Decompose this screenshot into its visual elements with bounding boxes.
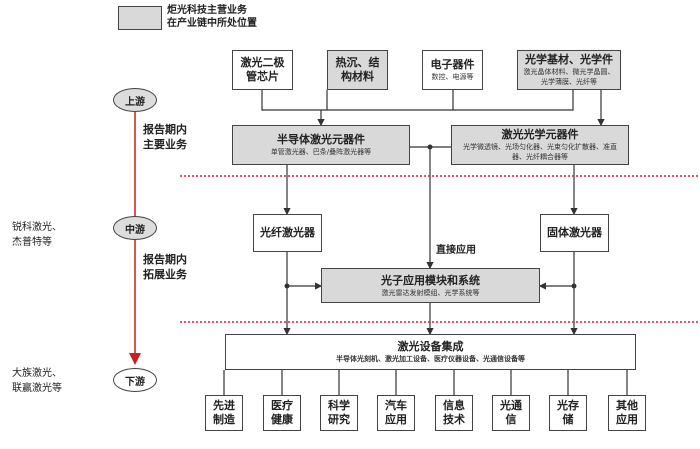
midstream-peers: 锐科激光、杰普特等 [12,222,62,248]
box-laser-equipment: 激光设备集成半导体光刻机、激光加工设备、医疗仪器设备、光通信设备等 [225,334,636,370]
box-solid-laser: 固体激光器 [540,214,609,252]
app-optical-comm: 光通信 [492,395,530,431]
box-optical-materials: 光学基材、光学件激光晶体材料、微光学晶圆、光学薄膜、光纤等 [517,50,621,90]
app-medical: 医疗健康 [263,395,301,431]
app-other: 其他应用 [608,395,646,431]
stage-downstream: 下游 [113,368,157,392]
legend-text: 炬光科技主营业务在产业链中所处位置 [167,5,257,29]
app-science: 科学研究 [320,395,358,431]
box-laser-optical-components: 激光光学元器件光学微透镜、光场匀化器、光束匀化扩散器、准直器、光纤耦合器等 [451,125,629,165]
app-optical-storage: 光存储 [549,395,587,431]
box-electronics: 电子器件数控、电源等 [422,50,483,90]
stage-midstream: 中游 [113,216,157,240]
legend-swatch [118,6,162,30]
stage-upstream: 上游 [113,88,157,112]
downstream-peers: 大族激光、联赢激光等 [12,368,62,394]
box-photon-modules: 光子应用模块和系统激光雷达发射模组、光学系统等 [321,268,540,303]
app-advanced-manufacturing: 先进制造 [205,395,243,431]
direct-application-label: 直接应用 [436,245,476,256]
upstream-biz-label: 报告期内主要业务 [143,123,187,151]
box-fiber-laser: 光纤激光器 [253,214,322,252]
app-it: 信息技术 [435,395,473,431]
box-semiconductor-laser-components: 半导体激光元器件单管激光器、巴条/叠阵激光器等 [232,125,410,165]
box-laser-diode-chip: 激光二极管芯片 [232,50,293,90]
midstream-biz-label: 报告期内拓展业务 [143,253,187,281]
box-heat-sink: 热沉、结构材料 [327,50,388,90]
app-automotive: 汽车应用 [377,395,415,431]
